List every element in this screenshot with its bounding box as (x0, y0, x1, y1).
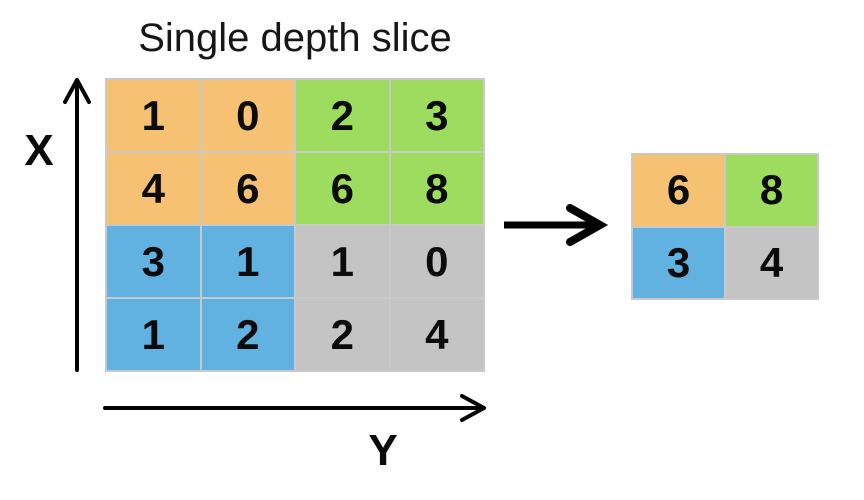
y-axis-arrow-icon (103, 394, 486, 422)
diagram-title: Single depth slice (138, 16, 452, 60)
grid-cell-gray: 4 (390, 299, 483, 370)
grid-cell-orange: 6 (201, 153, 294, 224)
grid-cell-blue: 3 (633, 227, 724, 298)
grid-cell-orange: 6 (633, 155, 724, 226)
grid-cell-gray: 2 (296, 299, 389, 370)
grid-cell-blue: 1 (107, 299, 200, 370)
pooling-arrow-icon (504, 204, 609, 246)
grid-cell-green: 8 (726, 155, 817, 226)
y-axis-label: Y (368, 426, 398, 475)
grid-cell-gray: 1 (296, 226, 389, 297)
grid-cell-gray: 0 (390, 226, 483, 297)
grid-cell-blue: 3 (107, 226, 200, 297)
grid-cell-green: 2 (296, 80, 389, 151)
x-axis-arrow-icon (63, 78, 91, 372)
grid-cell-orange: 1 (107, 80, 200, 151)
grid-cell-orange: 4 (107, 153, 200, 224)
grid-cell-orange: 0 (201, 80, 294, 151)
grid-cell-green: 3 (390, 80, 483, 151)
grid-cell-gray: 4 (726, 227, 817, 298)
grid-cell-blue: 1 (201, 226, 294, 297)
grid-cell-green: 6 (296, 153, 389, 224)
x-axis-label: X (24, 126, 54, 175)
grid-cell-blue: 2 (201, 299, 294, 370)
grid-cell-green: 8 (390, 153, 483, 224)
